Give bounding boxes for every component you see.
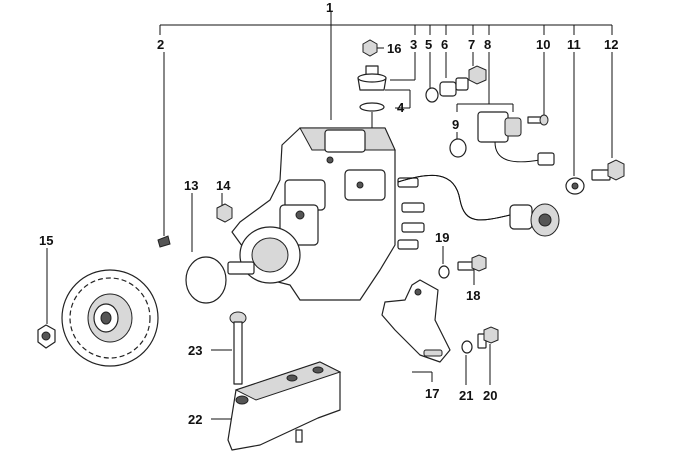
small-cap-part [362,39,378,57]
valve-part [357,65,387,91]
long-bolt-part [229,311,247,385]
callout-4: 4 [397,100,405,115]
washer-bolt-18-19 [438,254,487,279]
callout-10: 10 [536,37,550,52]
leader-lines [46,12,613,420]
callout-5: 5 [425,37,432,52]
callout-20: 20 [483,388,497,403]
nut-part [37,324,56,349]
washer-part [565,177,585,195]
callout-11: 11 [567,37,581,52]
woodruff-key-part [157,235,171,248]
callout-21: 21 [459,388,473,403]
support-bracket-part [227,361,342,451]
sprocket-gear-part [61,269,159,367]
seal-ring-part [359,102,385,112]
callout-1: 1 [326,0,333,15]
o-ring-part [185,256,227,304]
callout-3: 3 [410,37,417,52]
callout-18: 18 [466,288,480,303]
callout-8: 8 [484,37,491,52]
callout-19: 19 [435,230,449,245]
callout-7: 7 [468,37,475,52]
callout-12: 12 [604,37,618,52]
fitting-parts [425,65,487,103]
callout-2: 2 [157,37,164,52]
callout-9: 9 [452,117,459,132]
small-nut-part [216,203,233,223]
bolt-part [591,159,625,181]
callout-23: 23 [188,343,202,358]
callout-22: 22 [188,412,202,427]
callout-6: 6 [441,37,448,52]
callout-16: 16 [387,41,401,56]
callout-17: 17 [425,386,439,401]
bracket-part [381,279,451,363]
wire-harness-part [397,174,560,237]
screw-part [527,114,549,126]
callout-14: 14 [216,178,231,193]
callout-15: 15 [39,233,53,248]
callout-labels: 1 2 3 4 5 6 7 8 9 10 11 12 13 14 15 16 1… [39,0,618,427]
washer-bolt-20-21 [461,326,499,354]
solenoid-part [449,111,555,166]
injection-pump-body [227,127,425,301]
callout-13: 13 [184,178,198,193]
